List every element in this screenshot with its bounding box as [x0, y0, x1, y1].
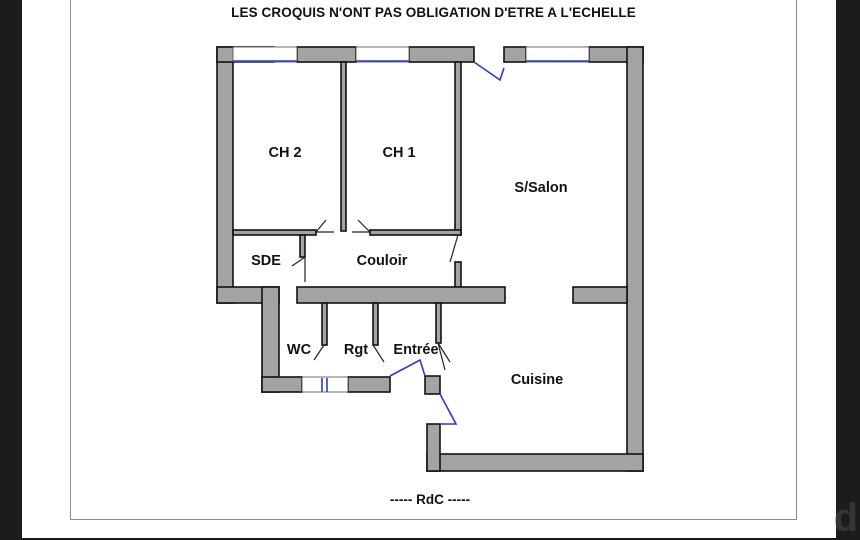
label-rgt: Rgt — [344, 342, 368, 358]
wall-salon-cuisine — [573, 287, 627, 303]
label-cuisine: Cuisine — [511, 372, 563, 388]
label-salon: S/Salon — [514, 180, 567, 196]
interior-walls — [233, 62, 627, 345]
wall-rgt-entree — [373, 303, 378, 345]
wall-south-2 — [348, 377, 390, 392]
wall-sde-couloir — [300, 235, 305, 257]
wall-south-kitchen — [427, 454, 643, 471]
wall-west — [217, 47, 233, 303]
wall-north-2 — [297, 47, 356, 62]
window-salon — [526, 47, 589, 62]
door-salon-couloir — [450, 235, 458, 262]
door-ch2 — [316, 220, 334, 232]
wall-couloir-east — [455, 262, 461, 289]
windows — [233, 47, 589, 392]
wall-wc-rgt — [322, 303, 327, 345]
door-ch1 — [352, 220, 370, 232]
door-salon-balcony — [474, 62, 504, 80]
level-label: ----- RdC ----- — [0, 492, 860, 507]
wall-north-3 — [409, 47, 474, 62]
window-ch2 — [233, 47, 297, 62]
doors — [292, 62, 504, 424]
wall-ch1-salon — [455, 62, 461, 235]
label-couloir: Couloir — [357, 253, 408, 269]
room-labels: CH 2 CH 1 S/Salon SDE Couloir WC Rgt Ent… — [251, 145, 568, 388]
label-sde: SDE — [251, 253, 281, 269]
wall-couloir-south — [297, 287, 505, 303]
window-ch1 — [356, 47, 409, 62]
watermark-logo: d — [834, 498, 858, 538]
wall-kitchen-west-low — [427, 424, 440, 471]
door-entrance — [390, 360, 425, 376]
label-ch2: CH 2 — [268, 145, 301, 161]
wall-east — [627, 47, 643, 471]
wall-ch2-ch1 — [341, 62, 346, 231]
label-wc: WC — [287, 342, 312, 358]
wall-north-4 — [504, 47, 526, 62]
wall-kitchen-west-high — [425, 376, 440, 394]
wall-entree-cuisine — [436, 303, 441, 343]
window-wc — [302, 377, 348, 392]
door-kitchen — [440, 394, 456, 424]
label-entree: Entrée — [393, 342, 438, 358]
door-entree-cuisine — [438, 343, 450, 370]
wall-south-1 — [262, 377, 302, 392]
label-ch1: CH 1 — [382, 145, 415, 161]
door-sde — [292, 257, 305, 282]
wall-ch1-south — [370, 230, 461, 235]
